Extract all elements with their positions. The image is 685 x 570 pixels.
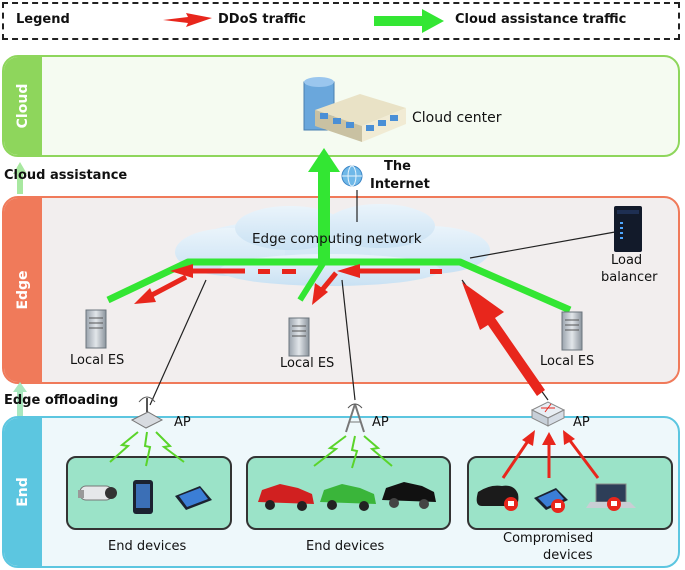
compromised-label-line2: devices (543, 548, 593, 563)
local-es-server-icon-1 (85, 309, 107, 349)
ddos-legend-arrow-icon (163, 13, 212, 27)
legend-ddos-label: DDoS traffic (218, 12, 307, 27)
end-layer-tag: End (4, 418, 42, 566)
ddos-traffic (134, 264, 545, 396)
local-es-label-1: Local ES (70, 353, 125, 368)
ap-label-1: AP (174, 415, 191, 430)
internet-label-line1: The (384, 159, 411, 174)
malware-badge-icon-2 (551, 499, 565, 513)
cloud-center-label: Cloud center (412, 110, 502, 126)
cloud-layer-tag: Cloud (4, 57, 42, 155)
cloud-assistance-label: Cloud assistance (4, 168, 128, 183)
ap-switch-icon-3 (530, 401, 566, 427)
car-black-icon (382, 482, 436, 509)
camera-icon (78, 485, 117, 501)
local-es-server-icon-2 (288, 317, 310, 357)
internet-label-line2: Internet (370, 177, 430, 192)
malware-badge-icon-3 (607, 497, 621, 511)
ap-icon-1 (130, 396, 164, 429)
ap-label-3: AP (573, 415, 590, 430)
legend-box (2, 2, 680, 40)
ap-icon-2 (345, 403, 365, 433)
cloud-assist-legend-arrow-icon (374, 9, 444, 33)
cloud-center-building-icon (303, 77, 406, 142)
edge-layer-tag: Edge (4, 198, 42, 382)
edge-network-label: Edge computing network (252, 231, 422, 247)
cloud-assistance-traffic (106, 148, 572, 314)
local-es-label-2: Local ES (280, 356, 335, 371)
legend-title: Legend (16, 12, 70, 27)
load-balancer-icon (614, 206, 642, 252)
tablet-compromised-icon (534, 488, 568, 510)
compromised-label-line1: Compromised (503, 531, 594, 546)
local-es-label-3: Local ES (540, 354, 595, 369)
end-devices-label-2: End devices (306, 539, 385, 554)
wireless-links-1 (109, 431, 185, 467)
phone-icon (133, 480, 153, 514)
internet-globe-icon (341, 165, 363, 187)
car-red-icon (258, 484, 314, 511)
ddos-device-arrows (501, 430, 600, 479)
legend-cloud-assist-label: Cloud assistance traffic (455, 12, 627, 27)
car-green-icon (320, 484, 376, 511)
edge-offloading-up-arrow-icon (13, 382, 27, 416)
ap-label-2: AP (372, 415, 389, 430)
edge-offloading-label: Edge offloading (4, 393, 119, 408)
end-devices-label-1: End devices (108, 539, 187, 554)
wireless-links-2 (313, 435, 393, 469)
malware-badge-icon-1 (504, 497, 518, 511)
cloud-assist-up-arrow-icon (13, 162, 27, 194)
load-balancer-label-line2: balancer (601, 270, 658, 285)
tablet-icon (175, 486, 212, 510)
local-es-server-icon-3 (561, 311, 583, 351)
load-balancer-label-line1: Load (611, 253, 643, 268)
